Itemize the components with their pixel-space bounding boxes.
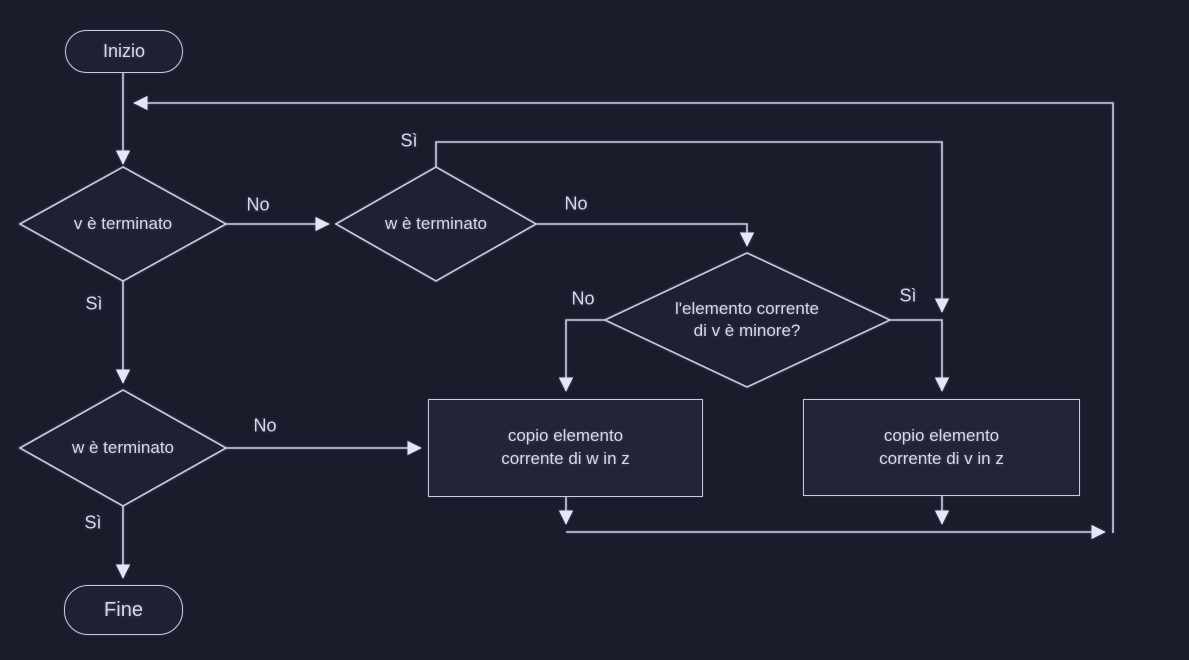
process-copy-v-node: copio elemento corrente di v in z — [803, 399, 1080, 496]
end-label: Fine — [104, 598, 143, 621]
process-copy-w-line2: corrente di w in z — [501, 449, 630, 468]
edge-label-w-top-no: No — [564, 193, 588, 214]
process-copy-w-node: copio elemento corrente di w in z — [428, 399, 703, 497]
edge-label-v-no: No — [246, 194, 270, 215]
process-copy-w-line1: copio elemento — [507, 426, 624, 446]
connector-element-no-to-copy-w — [558, 319, 605, 392]
process-copy-v-line1: copio elemento — [883, 425, 1000, 445]
diamond-w-terminated-top — [334, 166, 538, 282]
edge-label-w-bottom-no: No — [253, 415, 277, 436]
edge-label-w-top-si: Sì — [400, 130, 418, 151]
edge-label-element-si: Sì — [899, 285, 917, 306]
connector-w-top-si — [435, 141, 950, 313]
edge-label-w-bottom-si: Sì — [84, 512, 102, 533]
diamond-w-terminated-bottom — [18, 389, 228, 507]
connector-element-si-to-copy-v — [890, 319, 950, 392]
start-node: Inizio — [65, 30, 183, 73]
diamond-v-terminated — [18, 166, 228, 282]
diamond-element-smaller — [603, 252, 892, 388]
process-copy-v-line2: corrente di v in z — [879, 448, 1004, 468]
connector-loop-back — [133, 95, 1114, 533]
edge-label-element-no: No — [571, 288, 595, 309]
end-node: Fine — [64, 585, 183, 635]
connector-w-top-no-to-element — [536, 223, 755, 247]
start-label: Inizio — [102, 41, 146, 62]
edge-label-v-si: Sì — [85, 293, 103, 314]
